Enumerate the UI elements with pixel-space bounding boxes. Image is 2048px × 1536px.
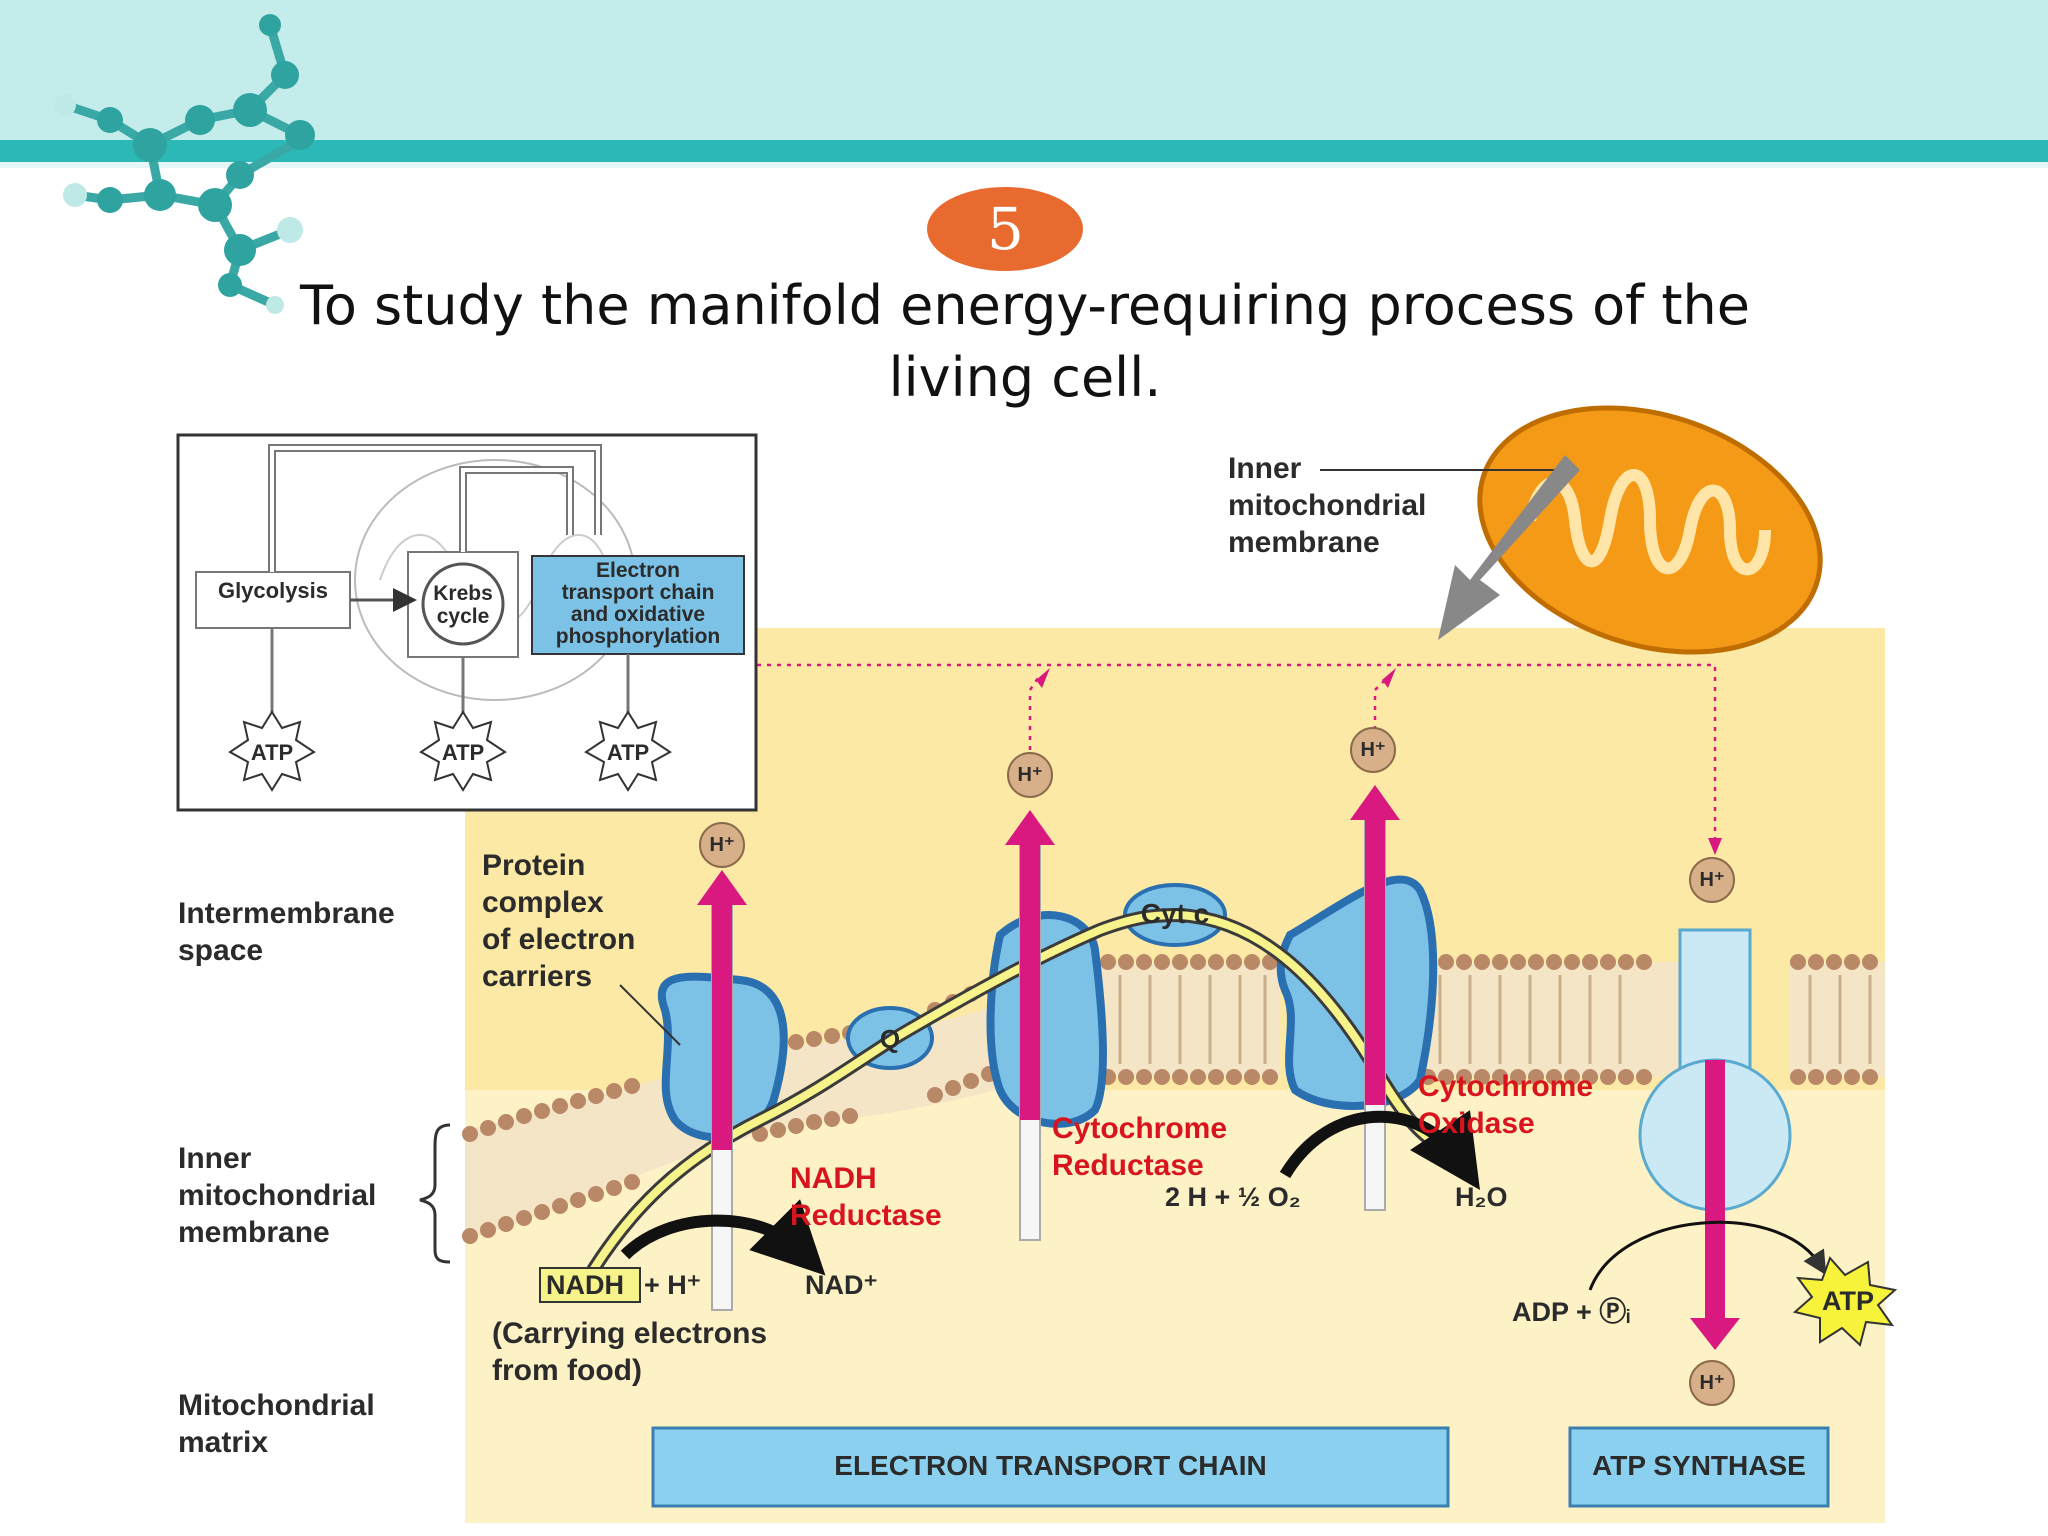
atp-star-label: ATP <box>1822 1286 1874 1316</box>
nadh-box <box>539 1267 641 1303</box>
atp-star <box>1792 1256 1898 1347</box>
q-label: Q <box>879 1024 901 1054</box>
glycolysis-label: Glycolysis <box>217 578 329 603</box>
oxygen-reaction-label: 2 H + ½ O₂ <box>1165 1182 1301 1212</box>
atp-synthase-box <box>1568 1426 1830 1508</box>
title-line-2: living cell. <box>888 346 1162 409</box>
cytochrome-reductase-complex <box>986 911 1107 1128</box>
h-ion-label-2: H⁺ <box>1017 764 1043 786</box>
h-ion-label-4: H⁺ <box>1699 869 1725 891</box>
etc-box-label: ELECTRON TRANSPORT CHAIN <box>834 1450 1267 1481</box>
inset-atp-1: ATP <box>250 740 294 765</box>
atp-synthase-box-label: ATP SYNTHASE <box>1592 1450 1806 1481</box>
plus-h-label: + H⁺ <box>644 1270 702 1300</box>
h-ion-label-5: H⁺ <box>1699 1372 1725 1394</box>
proton-pump-arrows <box>697 785 1740 1350</box>
teal-stripe <box>0 140 2048 162</box>
oxygen-reaction-arrow <box>1279 1110 1481 1190</box>
water-label: H₂O <box>1455 1182 1508 1212</box>
adp-atp-arrow <box>1588 1220 1827 1291</box>
top-banner <box>0 0 2048 140</box>
h-ion-label-1: H⁺ <box>709 834 735 856</box>
h-ion-circles <box>699 727 1735 1406</box>
proton-dotted-path <box>720 663 1717 855</box>
cytochrome-oxidase-complex <box>1276 875 1438 1110</box>
etc-box <box>651 1426 1450 1508</box>
nadh-reaction-arrow <box>620 1199 826 1276</box>
zoom-arrow <box>1438 455 1580 640</box>
membrane-bracket <box>419 1123 451 1264</box>
molecule-atoms <box>54 14 315 314</box>
nad-label: NAD⁺ <box>805 1270 878 1300</box>
adp-label: ADP + Ⓟᵢ <box>1512 1297 1631 1327</box>
membrane-bilayer <box>462 954 1885 1244</box>
h-ion-label-3: H⁺ <box>1360 739 1386 761</box>
inset-atp-2: ATP <box>441 740 485 765</box>
slide-title: To study the manifold energy-requiring p… <box>250 270 1800 414</box>
cyt-c-label: Cyt c <box>1140 898 1210 929</box>
nadh-label: NADH <box>546 1270 624 1300</box>
slide-number: 5 <box>987 195 1024 263</box>
title-line-1: To study the manifold energy-requiring p… <box>300 274 1750 337</box>
inset-atp-3: ATP <box>606 740 650 765</box>
slide-number-badge <box>927 187 1083 271</box>
